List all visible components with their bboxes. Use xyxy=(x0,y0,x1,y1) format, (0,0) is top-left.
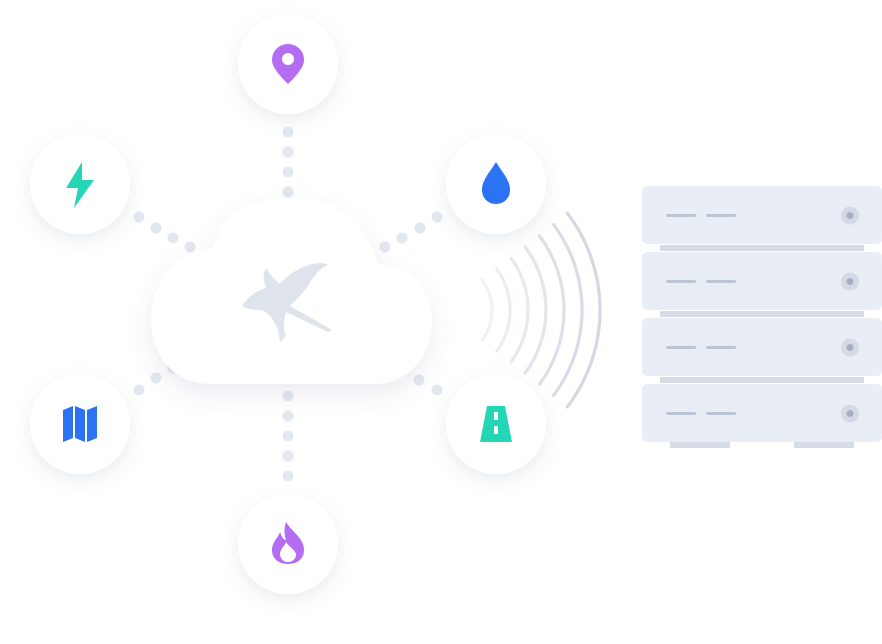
signal-wave xyxy=(509,256,530,364)
server-slot-line xyxy=(666,280,696,283)
fire-flame-icon xyxy=(272,522,304,564)
server-unit xyxy=(642,318,882,376)
location-pin-icon xyxy=(272,44,304,84)
server-separator xyxy=(660,311,864,317)
signal-wave xyxy=(495,267,512,353)
server-rack xyxy=(642,186,882,448)
connector-dot xyxy=(184,241,196,253)
server-unit xyxy=(642,186,882,244)
signal-wave xyxy=(523,245,548,375)
connector-dot xyxy=(396,232,408,244)
node-road xyxy=(446,374,546,474)
server-foot-left xyxy=(670,442,730,448)
connector-dot xyxy=(150,372,162,384)
connector-dot xyxy=(150,222,162,234)
node-fire xyxy=(238,494,338,594)
connector-dot xyxy=(282,186,294,198)
road-icon xyxy=(480,406,512,442)
folded-map-icon xyxy=(63,406,97,442)
server-slot-line xyxy=(706,214,736,217)
node-drop xyxy=(446,134,546,234)
connector-dot xyxy=(379,241,391,253)
node-lightning xyxy=(30,134,130,234)
wireless-signal-icon xyxy=(480,211,602,409)
server-separator xyxy=(660,377,864,383)
connector-dot xyxy=(282,430,294,442)
node-map xyxy=(30,374,130,474)
connector-dot xyxy=(282,470,294,482)
connector-dot xyxy=(133,211,145,223)
connector-dot xyxy=(282,390,294,402)
server-separator xyxy=(660,245,864,251)
signal-wave xyxy=(537,234,566,386)
signal-wave xyxy=(565,211,602,409)
connector-dots xyxy=(133,126,443,482)
connector-dot xyxy=(282,410,294,422)
connector-dot xyxy=(431,211,443,223)
connector-dot xyxy=(413,374,425,386)
server-unit xyxy=(642,384,882,442)
connector-dot xyxy=(414,222,426,234)
server-unit xyxy=(642,252,882,310)
signal-wave xyxy=(551,223,584,397)
connector-dot xyxy=(282,126,294,138)
water-drop-icon xyxy=(482,162,510,204)
connector-dot xyxy=(282,166,294,178)
server-slot-line xyxy=(666,214,696,217)
server-slot-line xyxy=(706,412,736,415)
connector-dot xyxy=(133,384,145,396)
node-location xyxy=(238,14,338,114)
connector-dot xyxy=(167,232,179,244)
bird-logo-icon xyxy=(242,263,332,342)
connector-dot xyxy=(282,146,294,158)
server-foot-right xyxy=(794,442,854,448)
server-slot-line xyxy=(666,346,696,349)
lightning-bolt-icon xyxy=(66,162,94,208)
connector-dot xyxy=(282,450,294,462)
server-slot-line xyxy=(706,346,736,349)
signal-wave xyxy=(480,278,494,342)
connector-dot xyxy=(431,384,443,396)
server-slot-line xyxy=(706,280,736,283)
server-slot-line xyxy=(666,412,696,415)
